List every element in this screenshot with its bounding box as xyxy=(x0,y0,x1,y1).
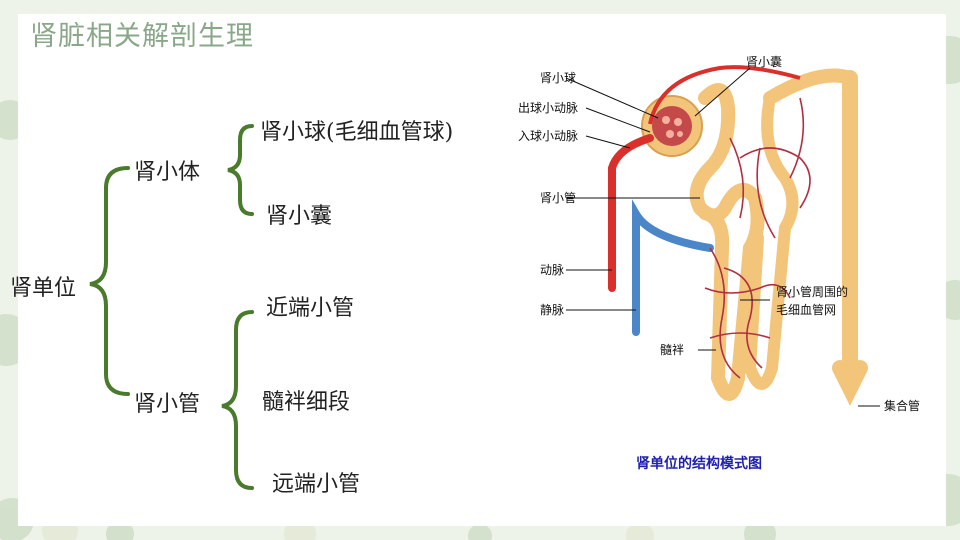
peritubular-capillaries xyxy=(704,97,811,379)
label-peritubular-2: 毛细血管网 xyxy=(776,302,836,317)
label-collecting-duct: 集合管 xyxy=(884,398,920,413)
label-vein: 静脉 xyxy=(540,302,564,317)
label-efferent-arteriole: 出球小动脉 xyxy=(518,100,578,115)
leaf-distal-tubule: 远端小管 xyxy=(272,472,361,497)
label-peritubular-1: 肾小管周围的 xyxy=(776,284,848,299)
label-artery: 动脉 xyxy=(540,262,564,277)
lower-bracket xyxy=(221,310,254,490)
nephron-diagram: 肾小球 出球小动脉 入球小动脉 肾小管 动脉 静脉 肾小囊 肾小管周围的 毛细血… xyxy=(518,54,920,472)
glomerulus-shape xyxy=(652,106,692,146)
upper-bracket xyxy=(227,124,254,216)
leaf-renal-capsule: 肾小囊 xyxy=(266,204,333,229)
label-loop: 髓袢 xyxy=(660,342,684,357)
nephron-figure: 肾小球 出球小动脉 入球小动脉 肾小管 动脉 静脉 肾小囊 肾小管周围的 毛细血… xyxy=(500,38,946,484)
vein xyxy=(632,199,714,336)
tree-brackets xyxy=(89,124,254,490)
label-renal-capsule: 肾小囊 xyxy=(746,54,782,69)
renal-tubule xyxy=(689,83,765,401)
label-glomerulus: 肾小球 xyxy=(540,71,576,85)
label-afferent-arteriole: 入球小动脉 xyxy=(518,128,578,143)
slide-title: 肾脏相关解剖生理 xyxy=(30,21,254,52)
root-bracket xyxy=(89,166,130,396)
branch-label-renal-corpuscle: 肾小体 xyxy=(134,160,201,185)
leaf-proximal-tubule: 近端小管 xyxy=(266,296,355,321)
artery xyxy=(608,134,654,292)
figure-caption: 肾单位的结构模式图 xyxy=(636,455,762,472)
leaf-loop-thin-segment: 髓袢细段 xyxy=(262,390,351,415)
branch-label-renal-tubule: 肾小管 xyxy=(134,392,201,417)
leaf-glomerulus: 肾小球(毛细血管球) xyxy=(260,120,454,145)
root-label: 肾单位 xyxy=(10,276,77,301)
label-renal-tubule: 肾小管 xyxy=(540,190,576,205)
collecting-duct xyxy=(832,70,868,406)
